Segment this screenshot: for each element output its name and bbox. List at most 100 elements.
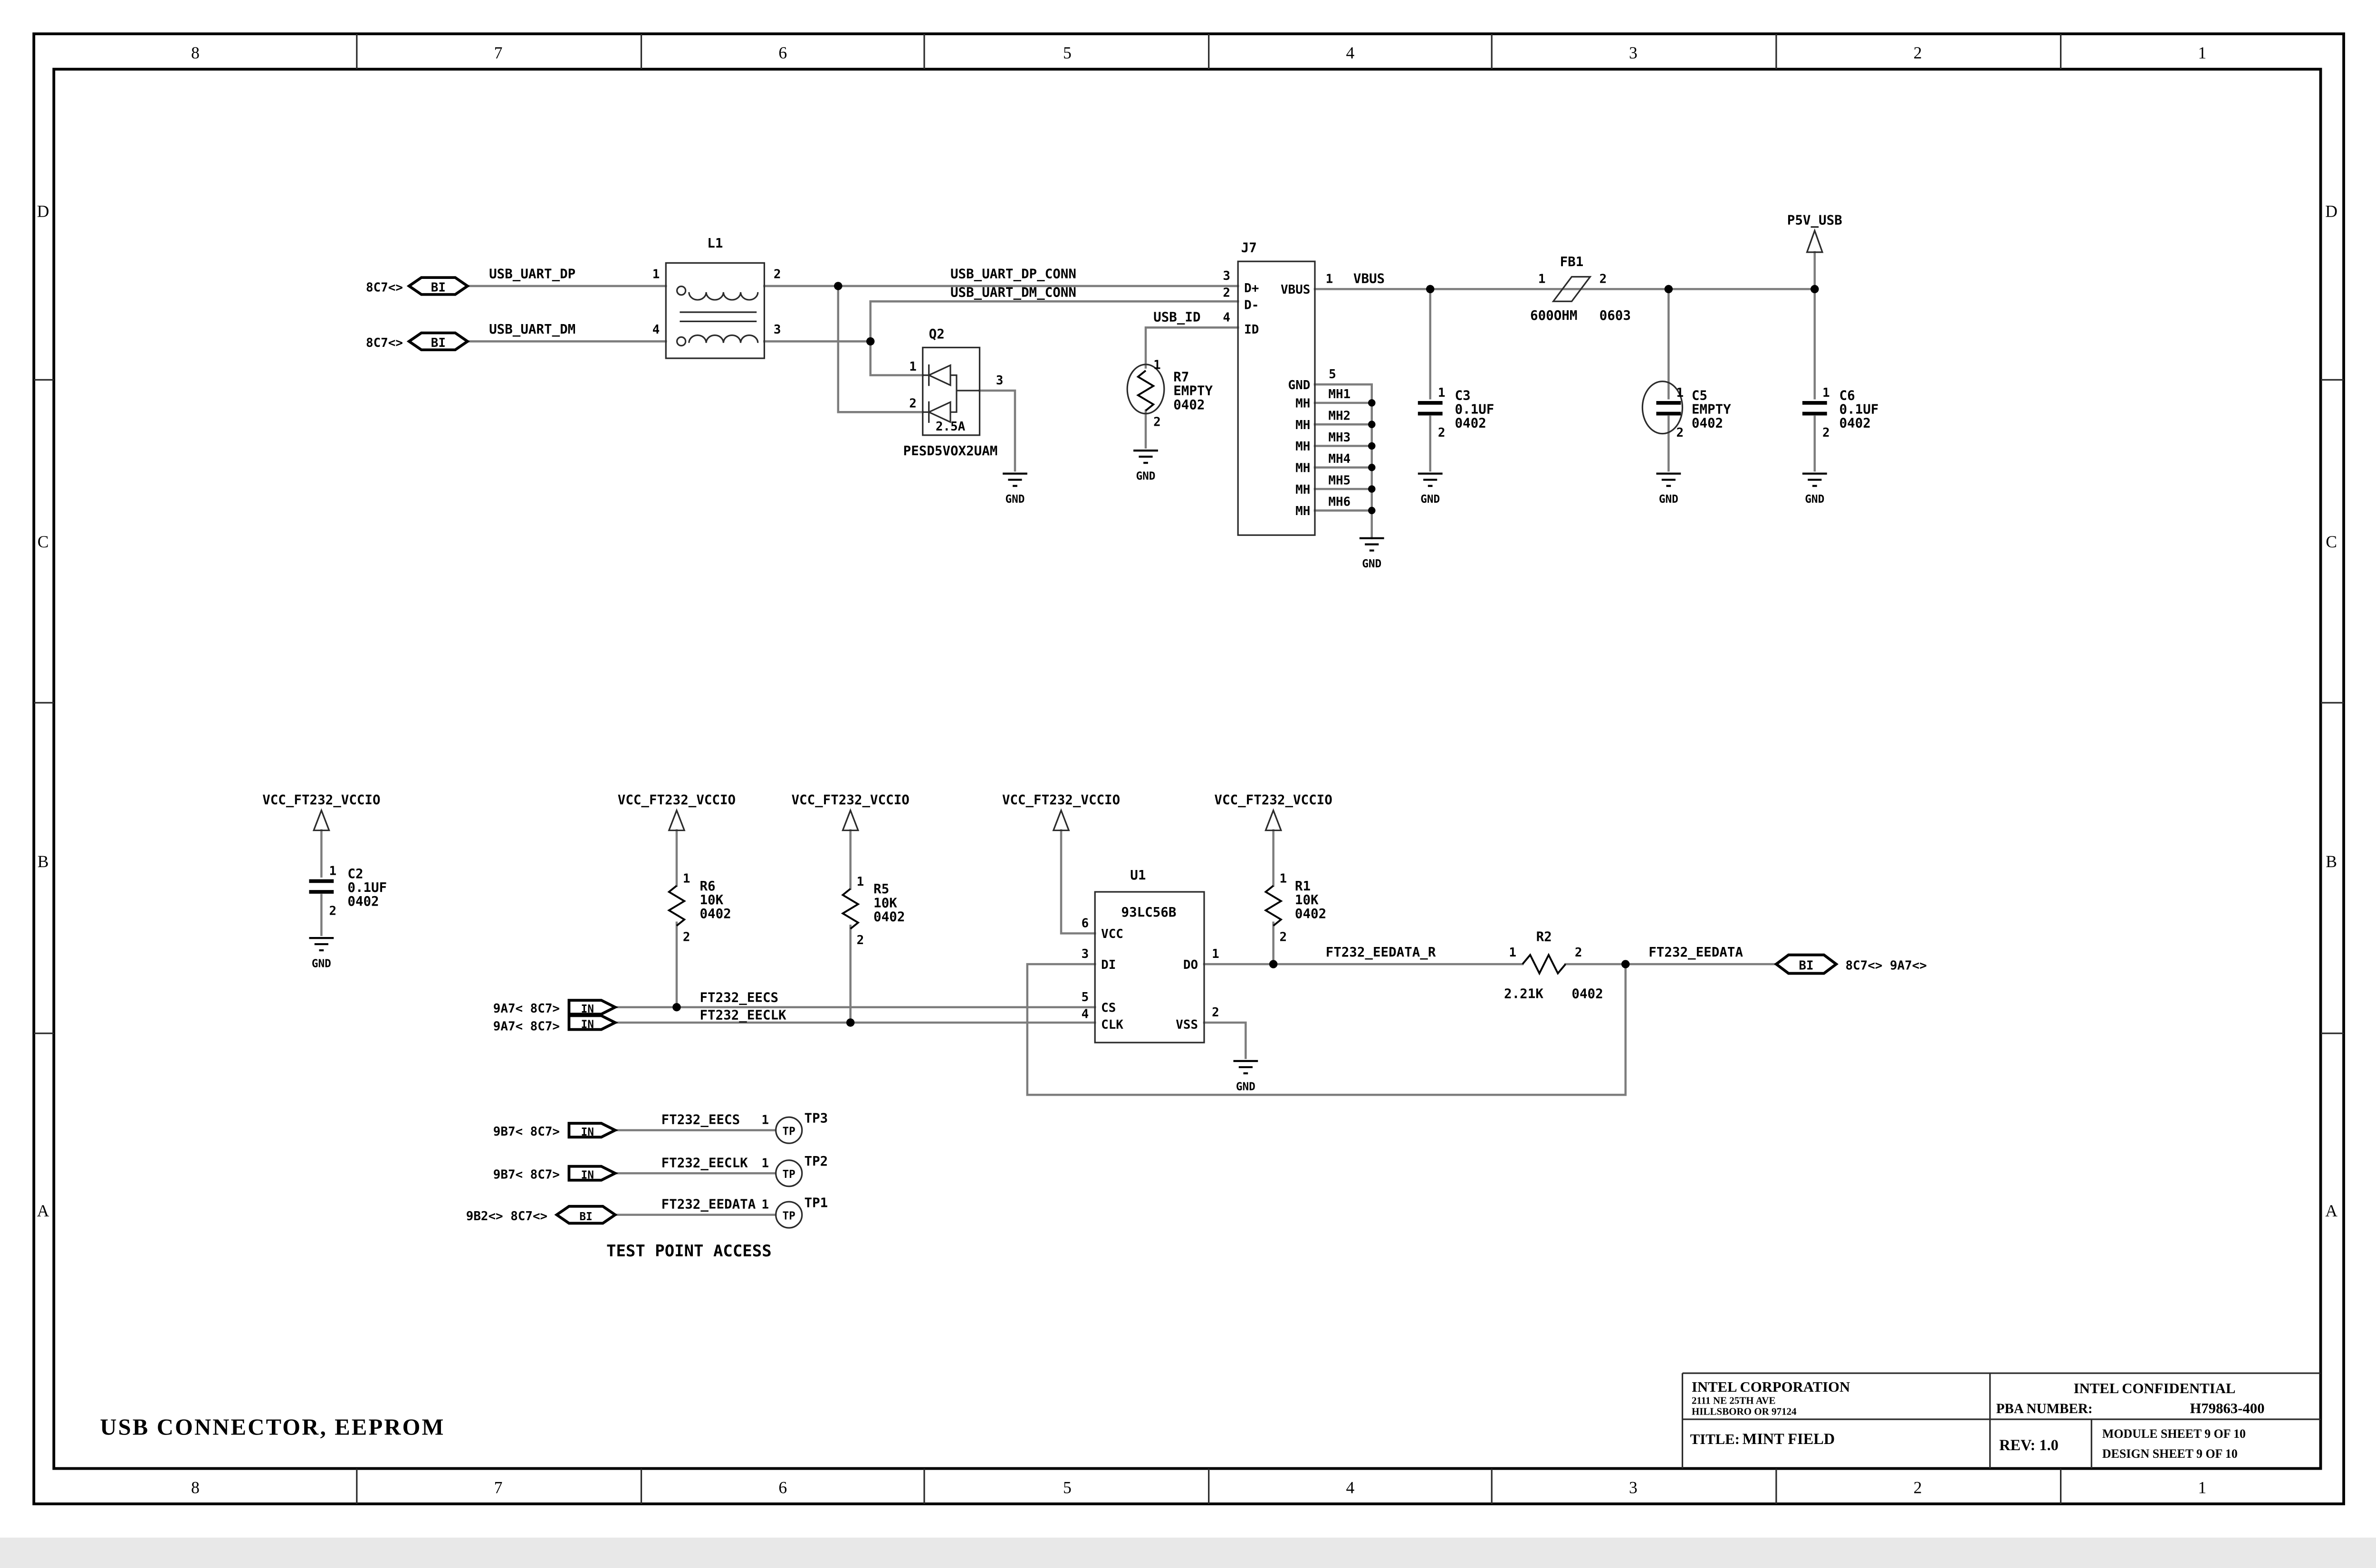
c3-value: 0.1UF	[1455, 402, 1494, 417]
component-c6: 1 2 C6 0.1UF 0402	[1802, 386, 1878, 440]
u1-part-number: 93LC56B	[1121, 905, 1177, 920]
power-arrow-icon	[1806, 228, 1824, 253]
flag-ref: 8C7<> 9A7<>	[1845, 958, 1926, 973]
bi-flag-icon	[1774, 953, 1839, 975]
net-label: FT232_EEDATA	[1648, 945, 1743, 960]
pin-number: 1	[1438, 386, 1446, 400]
pin-number: 1	[1326, 272, 1333, 286]
flag-text: IN	[581, 1003, 594, 1015]
bi-flag-icon	[406, 276, 470, 296]
net-label-vcc: VCC_FT232_VCCIO	[1214, 793, 1332, 808]
net-label-vcc: VCC_FT232_VCCIO	[618, 793, 736, 808]
row-label: C	[38, 532, 49, 551]
in-flag-icon	[567, 1014, 619, 1031]
col-label: 3	[1629, 1478, 1638, 1497]
company-name: INTEL CORPORATION	[1692, 1379, 1850, 1395]
tp3-refdes: TP3	[805, 1110, 828, 1126]
sheet-title: USB CONNECTOR, EEPROM	[100, 1415, 445, 1440]
pin-number: 2	[329, 904, 337, 918]
net-label-mh2: MH2	[1328, 409, 1351, 423]
in-flag-icon	[567, 1165, 619, 1182]
component-j7: J7 D+ D- ID VBUS GND MH MH MH MH MH MH 1…	[1237, 240, 1351, 536]
l1-phase-dot	[676, 336, 687, 347]
pin-number: 2	[1212, 1005, 1219, 1020]
frame-row-labels: D C B A D C B A	[37, 201, 2338, 1220]
row-label: A	[37, 1201, 49, 1220]
flag-text: BI	[431, 280, 446, 295]
net-label-mh4: MH4	[1328, 452, 1351, 466]
u1-pin-name: CLK	[1101, 1018, 1123, 1032]
ferrite-bead-icon	[1552, 276, 1592, 302]
outer-border	[32, 32, 2345, 1505]
u1-body	[1094, 891, 1205, 1043]
j7-pin-name: MH	[1295, 440, 1310, 454]
col-label: 4	[1346, 1478, 1355, 1497]
u1-refdes: U1	[1130, 868, 1146, 883]
wire-q2-pin3-gnd	[978, 389, 1016, 472]
pin-number: 5	[1329, 367, 1336, 382]
net-label: FT232_EEDATA_R	[1326, 945, 1436, 960]
pin-number: 2	[1153, 415, 1161, 429]
l1-coil-bottom	[688, 334, 759, 343]
u1-pin-name: DO	[1183, 958, 1198, 972]
j7-pin-name: MH	[1295, 461, 1310, 476]
l1-coil-top	[688, 292, 759, 301]
j7-pin-name: MH	[1295, 483, 1310, 497]
bi-flag-icon	[554, 1205, 618, 1225]
col-label: 2	[1914, 1478, 1922, 1497]
net-label: FT232_EEDATA	[661, 1197, 756, 1212]
eeprom-section-wires	[320, 829, 1778, 1096]
drawing-frame: 8 7 6 5 4 3 2 1 8 7 6 5 4 3 2 1 D C B A …	[32, 32, 2345, 1505]
wire-dp-to-q2-pin2	[837, 285, 924, 413]
title-block: INTEL CORPORATION 2111 NE 25TH AVE HILLS…	[1681, 1372, 2321, 1469]
eeprom-junction-dots	[672, 960, 1630, 1027]
net-label: USB_UART_DM_CONN	[950, 285, 1076, 300]
net-label: USB_ID	[1153, 309, 1200, 325]
company-address2: HILLSBORO OR 97124	[1692, 1405, 1797, 1417]
pin-number: 2	[909, 397, 917, 411]
wire-u1-vss-gnd	[1203, 1021, 1247, 1059]
bi-flag-icon	[406, 331, 470, 352]
fb1-value: 600OHM	[1530, 308, 1577, 323]
gnd-symbol-c2: GND	[309, 937, 334, 970]
component-q2: Q2 1 2 3 2.5A PESD5VOX2UAM	[903, 326, 1004, 459]
wire-usb-id	[1144, 326, 1239, 369]
wire-dm-to-q2-pin1	[869, 300, 924, 376]
net-label: FT232_EECS	[661, 1112, 740, 1128]
net-label-mh3: MH3	[1328, 430, 1351, 445]
j7-pin-name: D-	[1244, 298, 1259, 312]
pin-number: 1	[909, 360, 917, 374]
net-label-vcc: VCC_FT232_VCCIO	[262, 793, 380, 808]
tp-circle-label: TP	[783, 1168, 795, 1181]
frame-ticks	[34, 34, 2344, 1504]
testpoint-row-tp1: BI 9B2<> 8C7<> FT232_EEDATA 1 TP TP1	[466, 1195, 828, 1229]
r7-dni-ellipse	[1126, 363, 1165, 415]
testpoint-caption: TEST POINT ACCESS	[606, 1242, 772, 1261]
flag-ref: 9A7< 8C7>	[493, 1019, 560, 1033]
flag-ref: 9B7< 8C7>	[493, 1125, 560, 1139]
component-r6: 1 2 R6 10K 0402	[667, 872, 731, 945]
r7-size: 0402	[1173, 397, 1205, 412]
row-label: D	[37, 201, 49, 220]
pin-number: 4	[1223, 310, 1230, 325]
usb-section-wires	[466, 251, 1816, 539]
j7-pin-name: VBUS	[1281, 283, 1310, 297]
component-r7: 1 2 R7 EMPTY 0402	[1126, 358, 1213, 429]
testpoint-row-tp3: IN 9B7< 8C7> FT232_EECS 1 TP TP3	[493, 1110, 828, 1144]
j7-pin-name: MH	[1295, 418, 1310, 432]
c5-dni-ellipse	[1641, 380, 1684, 435]
r6-refdes: R6	[699, 879, 715, 894]
net-label-mh1: MH1	[1328, 387, 1351, 402]
wire-u1-vcc	[1060, 829, 1096, 935]
power-arrows-vcc: VCC_FT232_VCCIO VCC_FT232_VCCIO VCC_FT23…	[262, 793, 1332, 832]
pin-number: 1	[857, 875, 864, 889]
gnd-label: GND	[1236, 1080, 1255, 1093]
pin-number: 1	[652, 268, 660, 282]
flag-text: BI	[579, 1211, 592, 1223]
net-label-mh6: MH6	[1328, 495, 1351, 509]
gnd-symbol-mh: GND	[1359, 537, 1384, 570]
design-title: MINT FIELD	[1743, 1430, 1835, 1447]
pin-number: 2	[1822, 426, 1830, 440]
col-label: 7	[494, 1478, 503, 1497]
